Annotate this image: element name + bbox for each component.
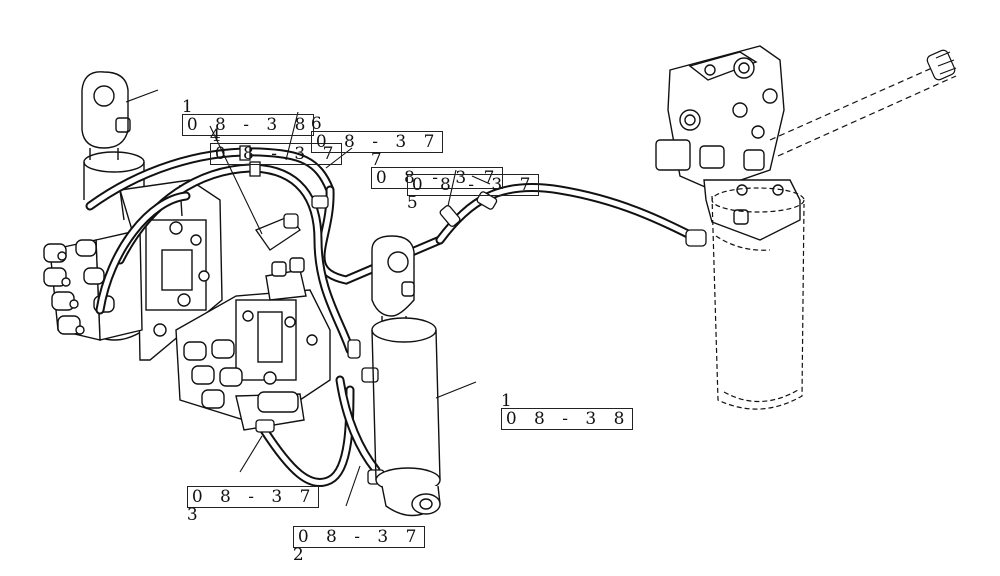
callout-item-7: 7 0 8 - 3 7 — [352, 133, 504, 189]
callout-item-5: 0 8 - 3 7 5 — [388, 158, 540, 213]
leader-lines — [125, 89, 491, 507]
right-lift-cylinder — [371, 235, 441, 517]
callout-item-number: 2 — [292, 545, 308, 565]
callout-item-4: 4 0 8 - 3 7 — [191, 109, 343, 165]
callout-reference: 0 8 - 3 7 — [186, 486, 320, 508]
middle-control-valve-block — [175, 257, 331, 431]
callout-item-1-upper: 1 0 8 - 3 8 — [163, 80, 315, 136]
filter-canister — [711, 187, 805, 410]
callout-reference: 0 8 - 3 7 — [310, 131, 444, 153]
callout-item-number: 5 — [406, 193, 422, 213]
callout-reference: 0 8 - 3 8 — [500, 408, 634, 430]
callout-reference: 0 8 - 3 7 — [209, 143, 343, 165]
callout-item-number: 4 — [209, 126, 225, 146]
hydraulic-hoses — [85, 147, 705, 487]
callout-reference: 0 8 - 3 7 — [292, 526, 426, 548]
callout-item-number: 6 — [310, 114, 326, 134]
callout-reference: 0 8 - 3 7 — [406, 174, 540, 196]
callout-item-2: 0 8 - 3 7 2 — [274, 510, 426, 565]
callout-item-number: 1 — [500, 391, 516, 411]
callout-item-number: 3 — [186, 505, 202, 525]
callout-reference: 0 8 - 3 8 — [181, 114, 315, 136]
callout-item-3: 0 8 - 3 7 3 — [168, 470, 320, 525]
callout-item-1-lower: 1 0 8 - 3 8 — [482, 374, 634, 430]
callout-item-number: 1 — [181, 97, 197, 117]
callout-reference: 0 8 - 3 7 — [370, 167, 504, 189]
suction-line — [769, 49, 957, 157]
callout-item-number: 7 — [370, 150, 386, 170]
pump-and-filter-assembly — [655, 45, 801, 241]
callout-item-6: 6 0 8 - 3 7 — [292, 97, 444, 153]
